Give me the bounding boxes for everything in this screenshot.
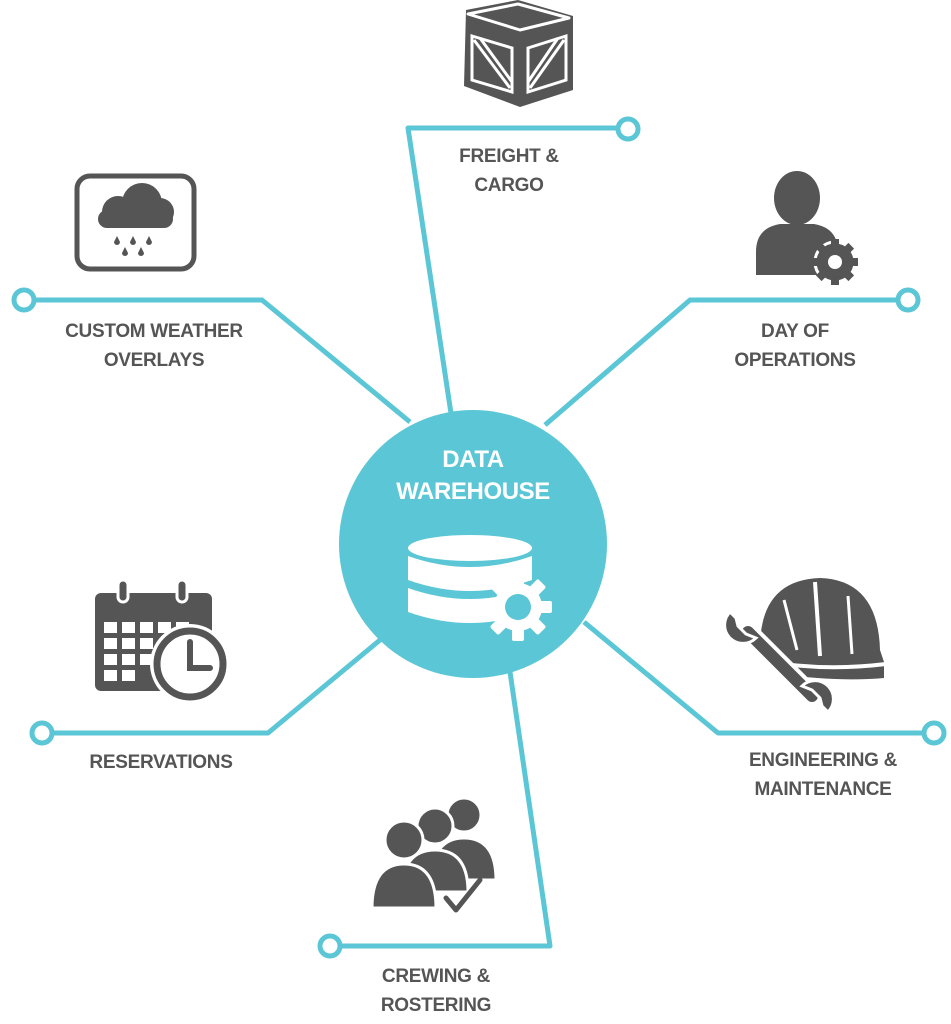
database-gear-icon xyxy=(408,535,552,641)
endpoint-operations xyxy=(895,287,921,313)
connector-crewing xyxy=(340,671,553,949)
crew-check-icon xyxy=(370,796,498,913)
node-label-reservations: RESERVATIONS xyxy=(89,752,233,773)
endpoint-freight xyxy=(615,116,641,142)
endpoint-crewing xyxy=(317,933,343,959)
endpoint-engineering xyxy=(921,720,947,746)
person-gear-icon xyxy=(756,171,858,285)
endpoint-reservations xyxy=(29,720,55,746)
node-label-operations: DAY OF OPERATIONS xyxy=(734,321,856,371)
node-label-crewing: CREWING & ROSTERING xyxy=(380,966,492,1016)
connector-engineering xyxy=(582,620,924,736)
hardhat-wrench-icon xyxy=(723,578,887,715)
connector-reservations xyxy=(52,638,382,736)
cargo-crate-icon xyxy=(464,0,573,107)
center-title-line-1: DATA xyxy=(442,446,504,473)
node-label-engineering: ENGINEERING & MAINTENANCE xyxy=(748,750,898,800)
center-title-line-2: WAREHOUSE xyxy=(396,478,550,505)
endpoint-weather xyxy=(11,287,37,313)
connector-freight xyxy=(405,125,618,421)
node-label-weather: CUSTOM WEATHER OVERLAYS xyxy=(65,321,243,371)
calendar-clock-icon xyxy=(95,578,230,704)
connector-weather xyxy=(34,297,412,424)
node-label-freight: FREIGHT & CARGO xyxy=(459,146,559,196)
endpoints xyxy=(11,116,947,959)
center-title: DATA WAREHOUSE xyxy=(373,444,573,508)
rain-cloud-icon xyxy=(74,173,197,272)
connector-operations xyxy=(543,297,898,427)
connectors xyxy=(34,125,924,949)
